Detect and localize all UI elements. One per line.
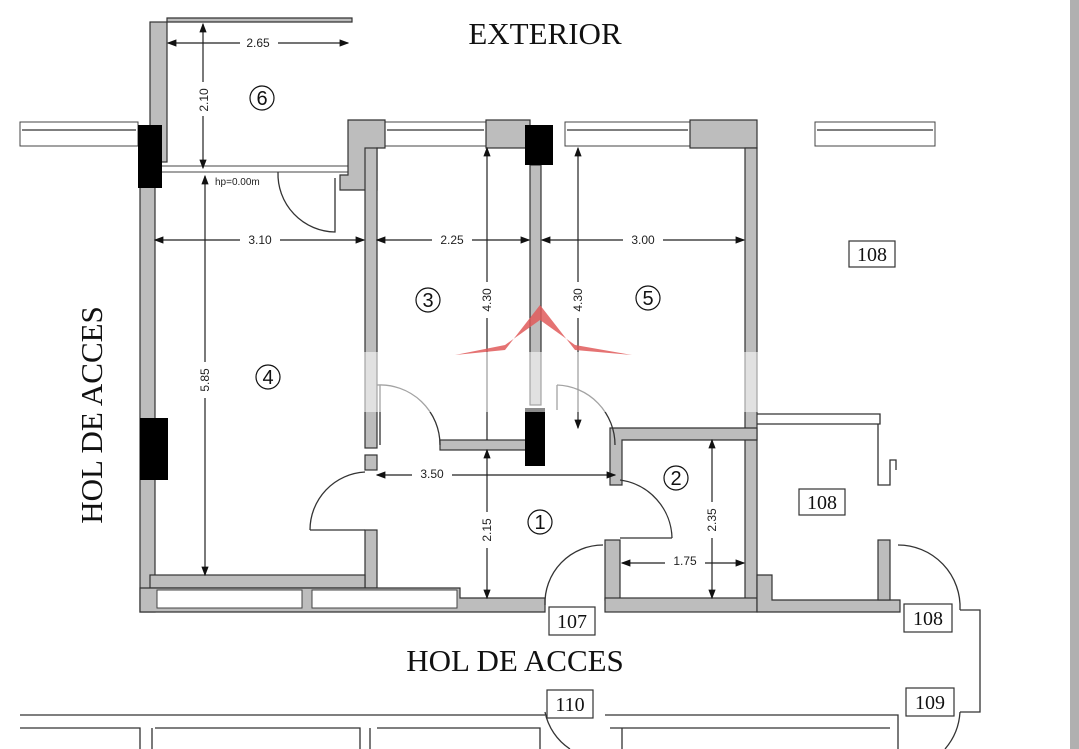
- scrollbar[interactable]: [1070, 0, 1079, 749]
- room-1-label: 1: [534, 512, 545, 534]
- hall-label-left: HOL DE ACCES: [74, 306, 109, 524]
- dim-room5-depth: 4.30: [571, 288, 585, 312]
- neighbour-units: [20, 714, 899, 749]
- room-4-label: 4: [262, 367, 273, 389]
- room-3-label: 3: [422, 290, 433, 312]
- dim-room6-width: 2.65: [246, 36, 270, 50]
- watermark-logo: [300, 305, 760, 412]
- dim-room2-depth: 2.35: [705, 508, 719, 532]
- dim-room1-width: 3.50: [420, 467, 444, 481]
- columns: [138, 125, 553, 480]
- room-numbers: 6 4 3 5 2 1: [249, 85, 689, 535]
- unit-108-right: 108: [913, 608, 943, 630]
- dim-room3-width: 2.25: [440, 233, 464, 247]
- dim-room4-depth: 5.85: [198, 368, 212, 392]
- hp-label: hp=0.00m: [215, 177, 260, 188]
- facade-windows: [19, 121, 936, 173]
- dim-room5-width: 3.00: [631, 233, 655, 247]
- dimension-lines: [153, 22, 746, 600]
- room-5-label: 5: [642, 288, 653, 310]
- exterior-label: EXTERIOR: [468, 16, 622, 51]
- room-2-label: 2: [670, 468, 681, 490]
- unit-109: 109: [915, 692, 945, 714]
- dim-room3-depth: 4.30: [480, 288, 494, 312]
- walls: [139, 17, 901, 613]
- dimension-labels: 2.65 2.10 hp=0.00m 3.10 2.25 3.00 4.30 4…: [196, 35, 719, 569]
- unit-108-mid: 108: [807, 492, 837, 514]
- doors: [277, 171, 981, 749]
- unit-108-top: 108: [857, 244, 887, 266]
- dim-room2-width: 1.75: [673, 554, 697, 568]
- room-6-label: 6: [256, 88, 267, 110]
- unit-107: 107: [557, 611, 587, 633]
- dim-room1-depth: 2.15: [480, 518, 494, 542]
- unit-numbers: 108 108 108 107 110 109: [546, 240, 955, 719]
- unit-110: 110: [555, 694, 584, 716]
- dim-room6-depth: 2.10: [197, 88, 211, 112]
- hall-label-bottom: HOL DE ACCES: [406, 643, 624, 678]
- dim-room4-width: 3.10: [248, 233, 272, 247]
